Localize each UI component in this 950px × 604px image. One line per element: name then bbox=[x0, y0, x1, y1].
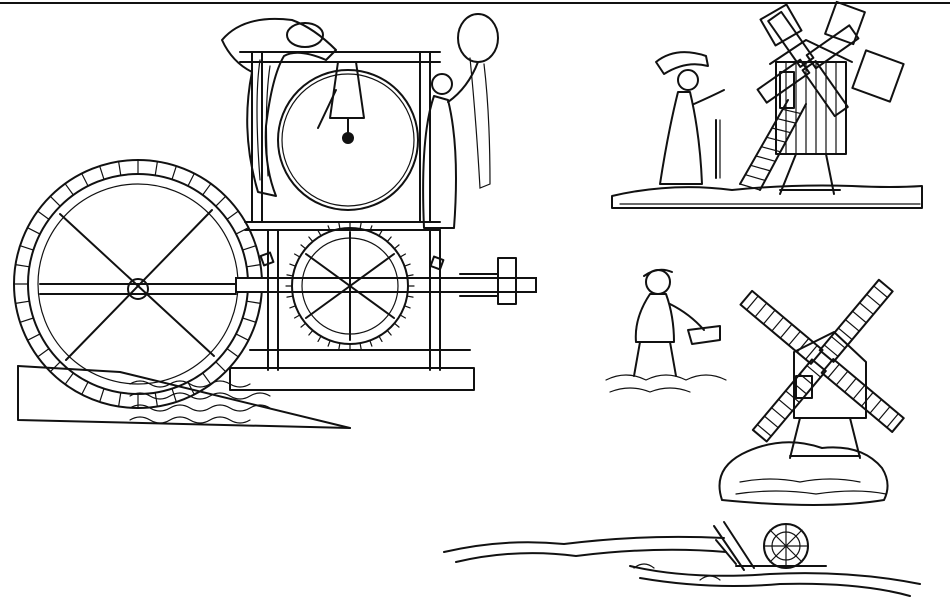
figure-right-on-mill bbox=[422, 13, 499, 229]
mill-frame bbox=[229, 51, 517, 391]
small-waterwheel-on-river bbox=[443, 521, 921, 597]
millrace-water bbox=[17, 365, 351, 429]
sower-figure bbox=[605, 268, 727, 393]
post-windmill-with-miller bbox=[611, 0, 923, 209]
figure-left-on-mill bbox=[221, 17, 337, 197]
undershot-waterwheel-mill bbox=[13, 13, 537, 429]
windmill-on-mound bbox=[718, 278, 905, 506]
large-waterwheel bbox=[13, 159, 537, 409]
